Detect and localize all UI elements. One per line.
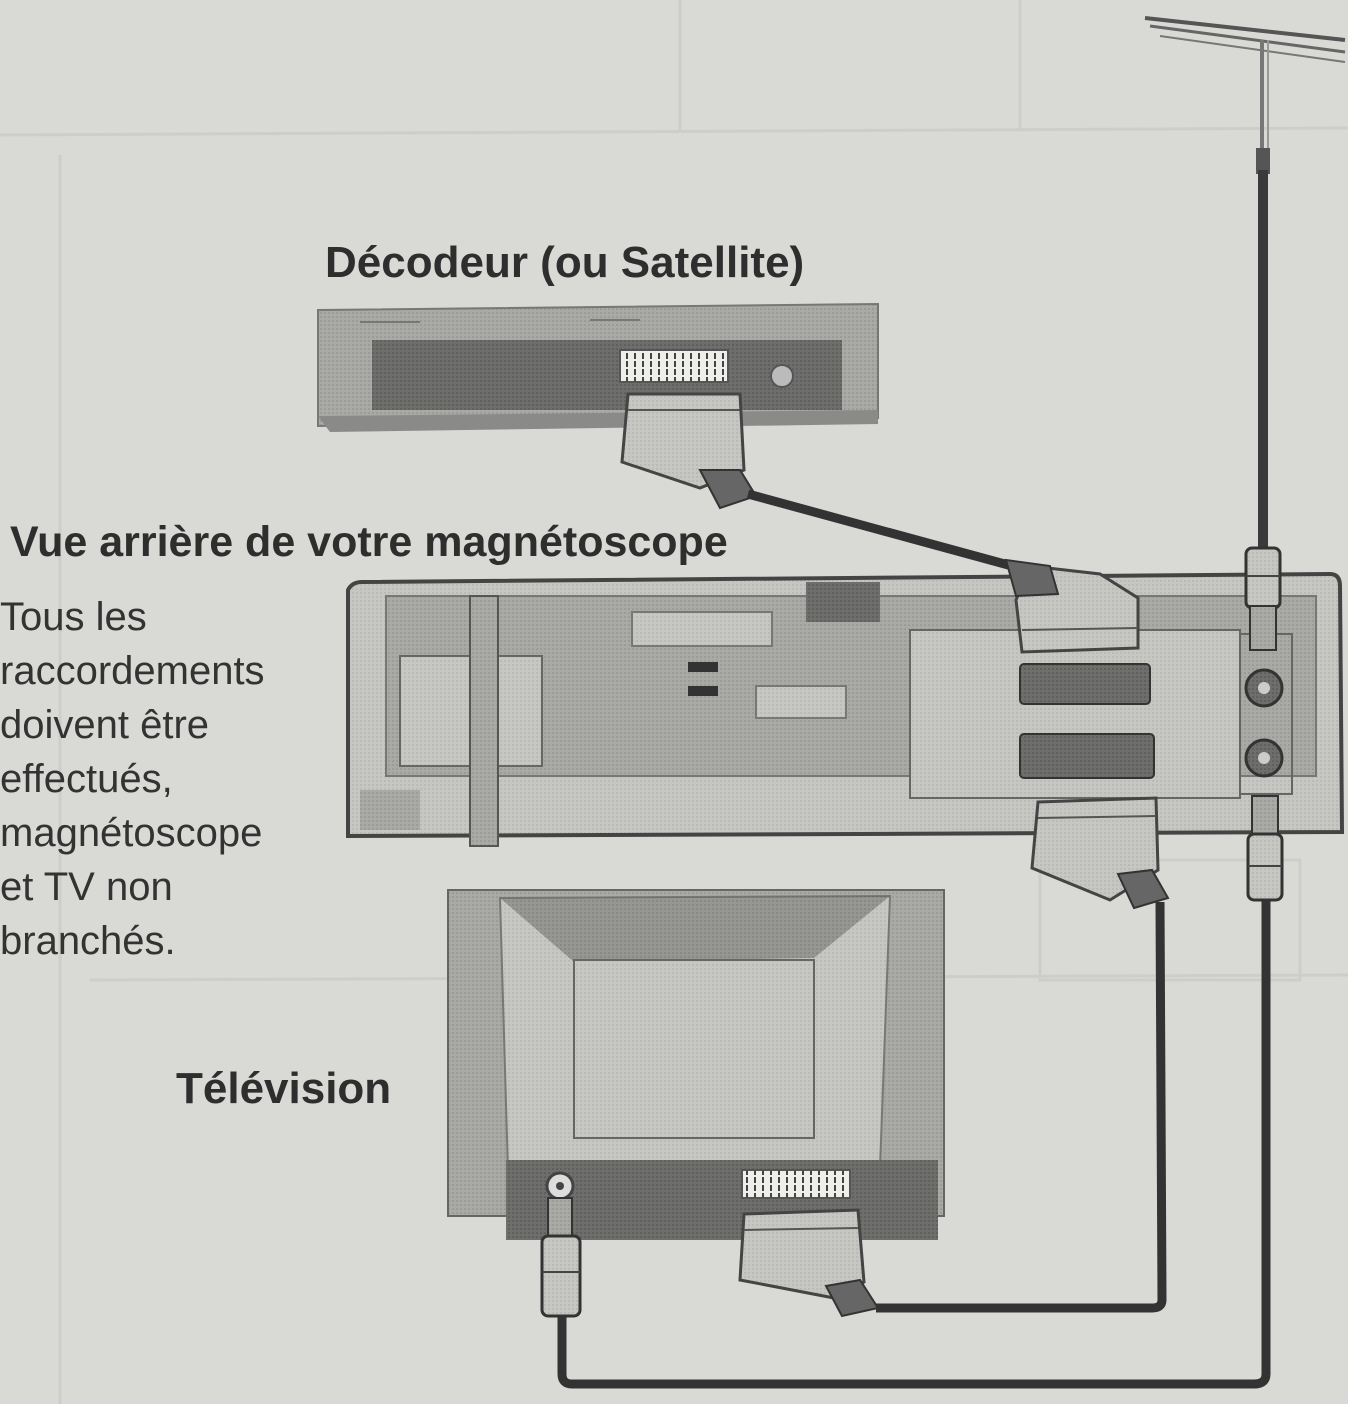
note-line: Tous les [0, 595, 147, 639]
vcr-rear-view-label: Vue arrière de votre magnétoscope [10, 518, 728, 566]
decoder-box [317, 302, 879, 432]
vcr-rf-out-plug [1246, 795, 1284, 902]
antenna [1144, 16, 1346, 174]
note-line: et TV non [0, 865, 173, 909]
vcr-antenna-plug [1244, 546, 1282, 651]
connection-note: Tous les raccordements doivent être effe… [0, 590, 330, 968]
tv-scart-plug [738, 1208, 880, 1318]
note-line: effectués, [0, 757, 173, 801]
television [447, 889, 945, 1240]
tv-coax-plug [540, 1197, 582, 1318]
vcr-body [346, 571, 1345, 847]
note-line: branchés. [0, 919, 176, 963]
television-label: Télévision [176, 1064, 392, 1113]
note-line: raccordements [0, 649, 265, 693]
note-line: magnétoscope [0, 811, 263, 855]
note-line: doivent être [0, 703, 210, 747]
decoder-label: Décodeur (ou Satellite) [325, 238, 805, 287]
decoder-vcr-cable [746, 489, 1014, 571]
vcr-tv-scart-cable [876, 901, 1167, 1313]
vcr-decoder-scart-plug [1004, 558, 1140, 654]
vcr-tv-scart-plug [1030, 796, 1170, 910]
vcr-tv-coax-cable [557, 900, 1271, 1389]
decoder-scart-plug [620, 392, 758, 510]
